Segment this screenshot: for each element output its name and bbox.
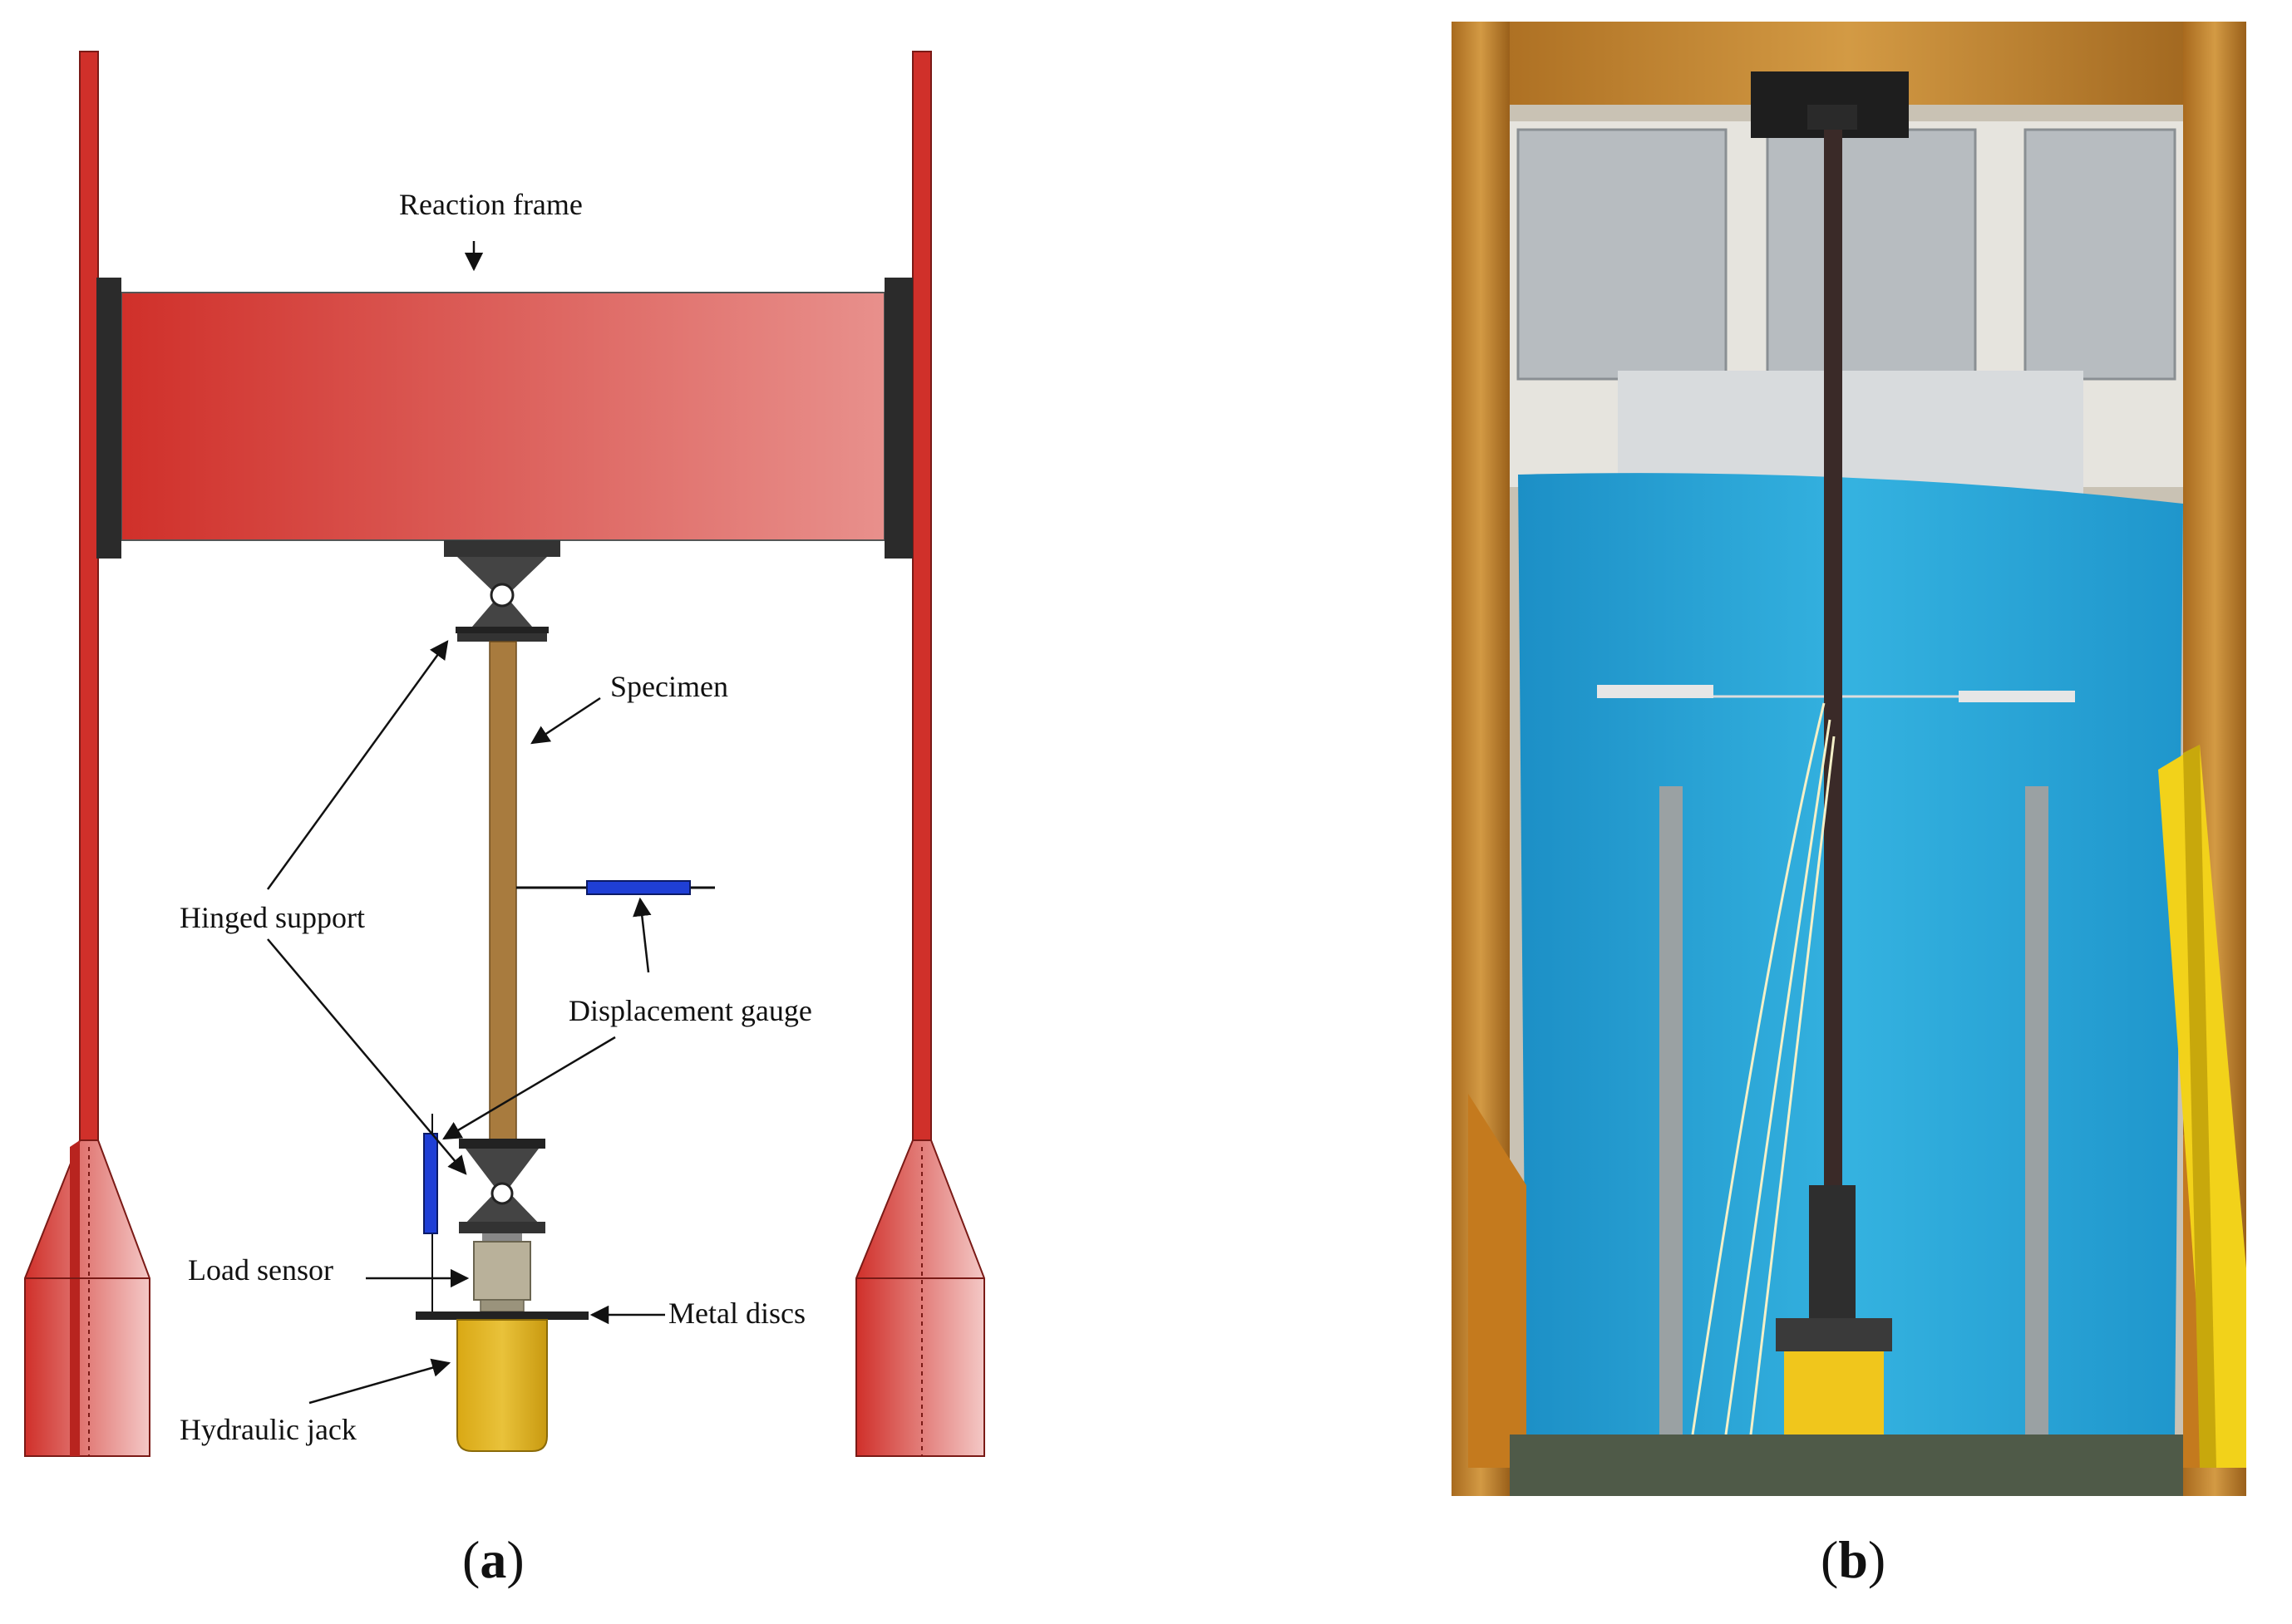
caption-b-open: ( [1821, 1530, 1839, 1589]
photo-yellow-ladder [2158, 745, 2246, 1468]
annotation-arrows [266, 241, 665, 1405]
photo-blue-curtain [1518, 473, 2183, 1435]
load-sensor [473, 1233, 531, 1312]
label-metal-discs: Metal discs [668, 1297, 806, 1330]
caption-b-letter: b [1838, 1530, 1868, 1589]
photo-specimen-column [1824, 113, 1842, 1193]
label-specimen: Specimen [610, 670, 728, 703]
reaction-frame-beam [96, 278, 913, 559]
bottom-hinged-support [459, 1139, 545, 1233]
caption-a-open: ( [462, 1530, 481, 1589]
test-setup-schematic: Reaction frame Specimen Hinged support D… [24, 51, 985, 1457]
caption-b: (b) [1821, 1529, 1885, 1591]
photo-windows [1516, 128, 2176, 381]
hydraulic-jack [456, 1319, 548, 1452]
metal-disc-plate [416, 1312, 589, 1320]
caption-a-letter: a [480, 1530, 507, 1589]
caption-a: (a) [462, 1529, 525, 1591]
caption-a-close: ) [506, 1530, 525, 1589]
vertical-displacement-gauge [423, 1114, 438, 1313]
test-setup-photo [1452, 22, 2246, 1496]
label-displacement-gauge: Displacement gauge [569, 994, 812, 1027]
label-hinged-support: Hinged support [180, 901, 365, 934]
caption-b-close: ) [1867, 1530, 1886, 1589]
left-frame-column [24, 51, 150, 1457]
photo-hydraulic-jack [1784, 1351, 1884, 1443]
label-hydraulic-jack: Hydraulic jack [180, 1413, 357, 1446]
mid-displacement-gauge [516, 880, 715, 895]
right-frame-column [855, 51, 985, 1457]
top-hinged-support [444, 540, 560, 642]
label-load-sensor: Load sensor [188, 1253, 333, 1287]
label-reaction-frame: Reaction frame [399, 188, 583, 221]
specimen-rod [489, 641, 517, 1141]
